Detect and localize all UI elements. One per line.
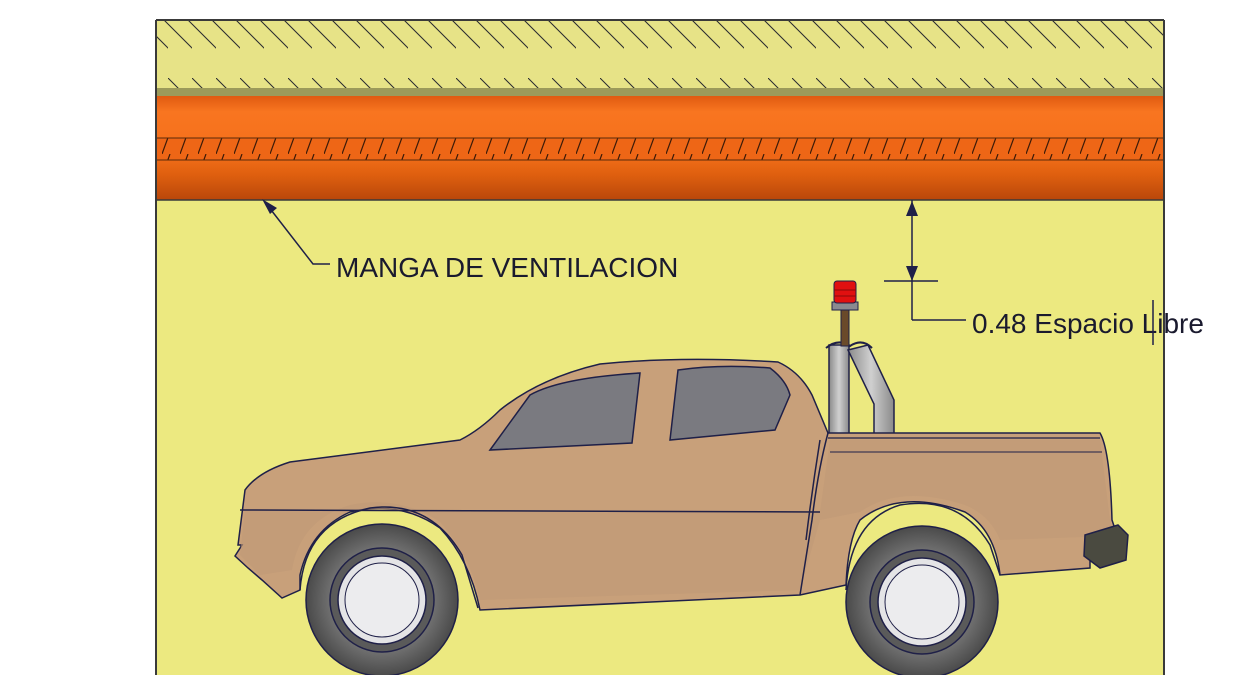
ventilation-duct (156, 96, 1164, 201)
rear-window (488, 372, 641, 451)
front-wheel (845, 525, 999, 675)
clearance-label: 0.48 Espacio Libre (972, 308, 1204, 339)
dimension-arrow-icon (884, 200, 966, 321)
leader-arrow-icon (262, 199, 330, 265)
rear-bumper (1083, 524, 1129, 569)
roll-bar (825, 341, 895, 436)
rock-ceiling-layer (156, 20, 1164, 96)
beacon-light-icon (831, 280, 859, 347)
pickup-truck-icon (234, 341, 1129, 611)
ventilation-duct-label: MANGA DE VENTILACION (336, 252, 678, 283)
rear-wheel (305, 523, 459, 675)
front-window (669, 365, 791, 441)
